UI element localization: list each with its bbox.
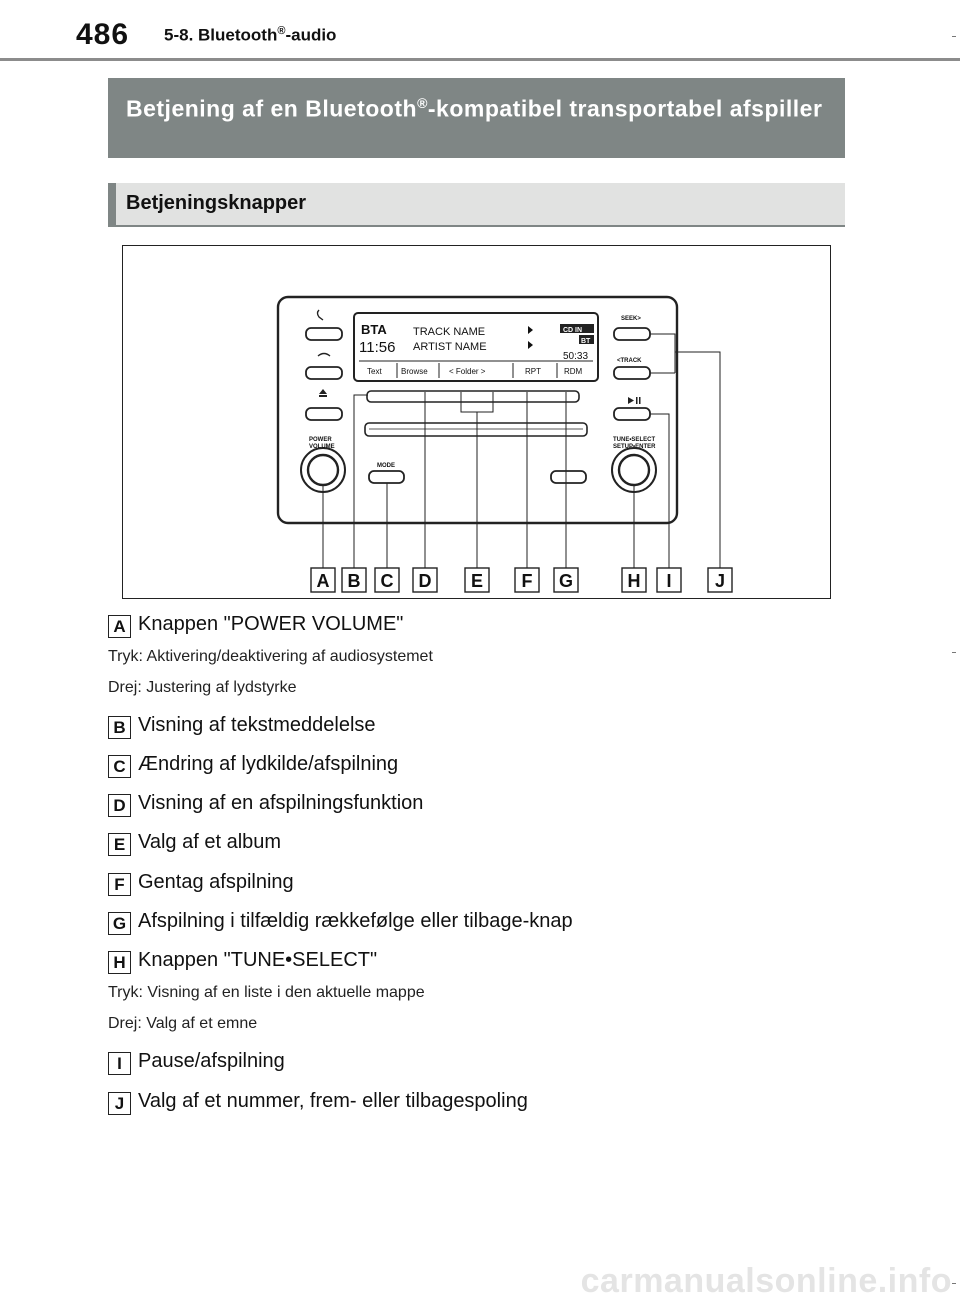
callout-f: F	[522, 571, 533, 591]
subheading-accent	[108, 183, 116, 225]
callout-a: A	[317, 571, 330, 591]
audio-panel-figure: BTA 11:56 TRACK NAME ARTIST NAME CD IN B…	[122, 245, 831, 599]
seek-label: SEEK>	[621, 316, 641, 322]
item-c: C Ændring af lydkilde/afspilning	[108, 753, 398, 778]
item-key-e: E	[108, 833, 131, 856]
display-elapsed: 50:33	[563, 351, 588, 362]
mode-label: MODE	[377, 463, 395, 469]
item-h: H Knappen "TUNE•SELECT"	[108, 949, 377, 974]
item-a-detail-1: Tryk: Aktivering/deaktivering af audiosy…	[108, 648, 433, 665]
softkey-folder: < Folder >	[449, 367, 486, 376]
softkey-browse: Browse	[401, 367, 428, 376]
item-key-i: I	[108, 1052, 131, 1075]
item-a: A Knappen "POWER VOLUME"	[108, 613, 403, 638]
display-source: BTA	[361, 322, 387, 337]
page-number: 486	[76, 18, 130, 51]
item-f: F Gentag afspilning	[108, 871, 294, 896]
edge-mark	[952, 1283, 956, 1284]
item-text-h: Knappen "TUNE•SELECT"	[138, 949, 378, 971]
audio-panel-illustration: BTA 11:56 TRACK NAME ARTIST NAME CD IN B…	[276, 295, 733, 593]
item-key-b: B	[108, 716, 131, 739]
watermark: carmanualsonline.info	[580, 1262, 952, 1300]
item-j: J Valg af et nummer, frem- eller tilbages…	[108, 1090, 528, 1115]
track-label: <TRACK	[617, 358, 642, 364]
callout-i: I	[666, 571, 671, 591]
item-a-detail-2: Drej: Justering af lydstyrke	[108, 679, 297, 696]
display-track: TRACK NAME	[413, 326, 485, 338]
display-time: 11:56	[359, 339, 395, 356]
power-label-1: POWER	[309, 437, 332, 443]
subheading-title: Betjeningsknapper	[126, 192, 307, 214]
item-b: B Visning af tekstmeddelelse	[108, 714, 376, 739]
header-rule	[0, 58, 960, 61]
tune-label-1: TUNE•SELECT	[613, 437, 655, 443]
item-h-detail-1: Tryk: Visning af en liste i den aktuelle…	[108, 984, 425, 1001]
display-artist: ARTIST NAME	[413, 341, 487, 353]
section-banner: Betjening af en Bluetooth®-kompatibel tr…	[108, 78, 845, 158]
item-d: D Visning af en afspilningsfunktion	[108, 792, 423, 817]
callout-e: E	[471, 571, 483, 591]
softkey-text: Text	[367, 367, 382, 376]
display-bt-badge: BT	[581, 338, 591, 345]
item-i: I Pause/afspilning	[108, 1050, 285, 1075]
callout-c: C	[381, 571, 394, 591]
item-key-d: D	[108, 794, 131, 817]
callout-b: B	[348, 571, 361, 591]
item-h-detail-2: Drej: Valg af et emne	[108, 1015, 258, 1032]
section-title: 5-8. Bluetooth®-audio	[164, 25, 337, 45]
item-g: G Afspilning i tilfældig rækkefølge eller…	[108, 910, 573, 935]
banner-title: Betjening af en Bluetooth®-kompatibel tr…	[126, 95, 823, 122]
callout-g: G	[559, 571, 573, 591]
item-key-c: C	[108, 755, 131, 778]
softkey-rdm: RDM	[564, 367, 583, 376]
item-key-h: H	[108, 951, 131, 974]
tune-label-2: SETUP•ENTER	[613, 444, 656, 450]
softkey-rpt: RPT	[525, 367, 541, 376]
item-text-g: Afspilning i tilfældig rækkefølge eller …	[138, 910, 573, 932]
callout-h: H	[628, 571, 641, 591]
item-text-b: Visning af tekstmeddelelse	[138, 714, 376, 736]
item-text-i: Pause/afspilning	[138, 1050, 285, 1072]
item-text-j: Valg af et nummer, frem- eller tilbagesp…	[138, 1090, 528, 1112]
display-cd-badge: CD IN	[563, 327, 582, 334]
item-key-g: G	[108, 912, 131, 935]
item-text-f: Gentag afspilning	[138, 871, 294, 893]
item-text-d: Visning af en afspilningsfunktion	[138, 792, 424, 814]
item-text-e: Valg af et album	[138, 831, 282, 853]
edge-mark	[952, 36, 956, 37]
item-e: E Valg af et album	[108, 831, 281, 856]
item-key-f: F	[108, 873, 131, 896]
item-text-a: Knappen "POWER VOLUME"	[138, 613, 404, 635]
item-key-a: A	[108, 615, 131, 638]
item-key-j: J	[108, 1092, 131, 1115]
callout-d: D	[419, 571, 432, 591]
power-label-2: VOLUME	[309, 444, 335, 450]
item-text-c: Ændring af lydkilde/afspilning	[138, 753, 399, 775]
edge-mark	[952, 652, 956, 653]
callout-j: J	[715, 571, 725, 591]
subheading-banner: Betjeningsknapper	[108, 183, 845, 227]
